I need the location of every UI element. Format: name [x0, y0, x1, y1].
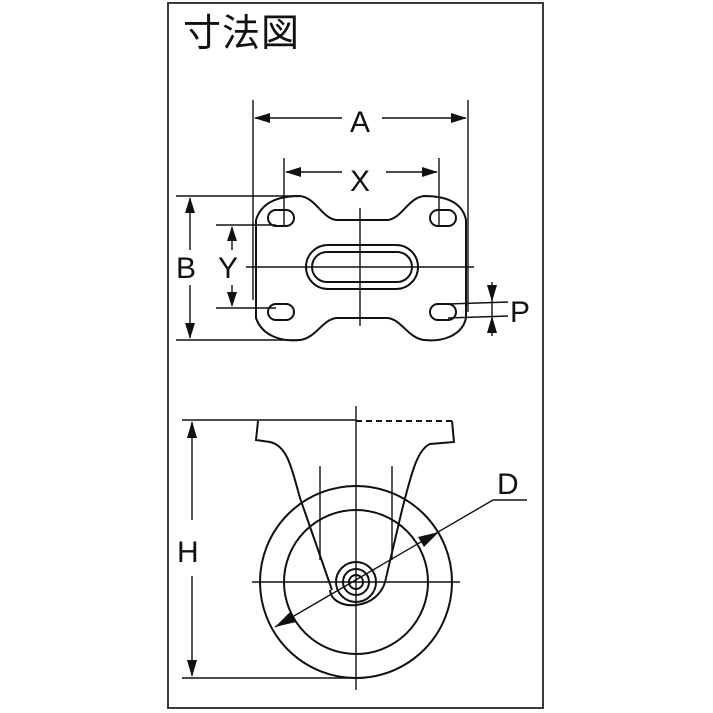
label-d: D	[497, 468, 519, 501]
side-caster-view: D H	[177, 406, 527, 690]
label-a: A	[350, 106, 370, 139]
label-p: P	[510, 296, 530, 329]
label-y: Y	[218, 252, 238, 285]
diagram-title: 寸法図	[183, 11, 301, 55]
top-plate-view: A X B Y	[176, 100, 530, 342]
label-x: X	[350, 165, 370, 198]
label-b: B	[176, 252, 196, 285]
label-h: H	[177, 536, 199, 569]
